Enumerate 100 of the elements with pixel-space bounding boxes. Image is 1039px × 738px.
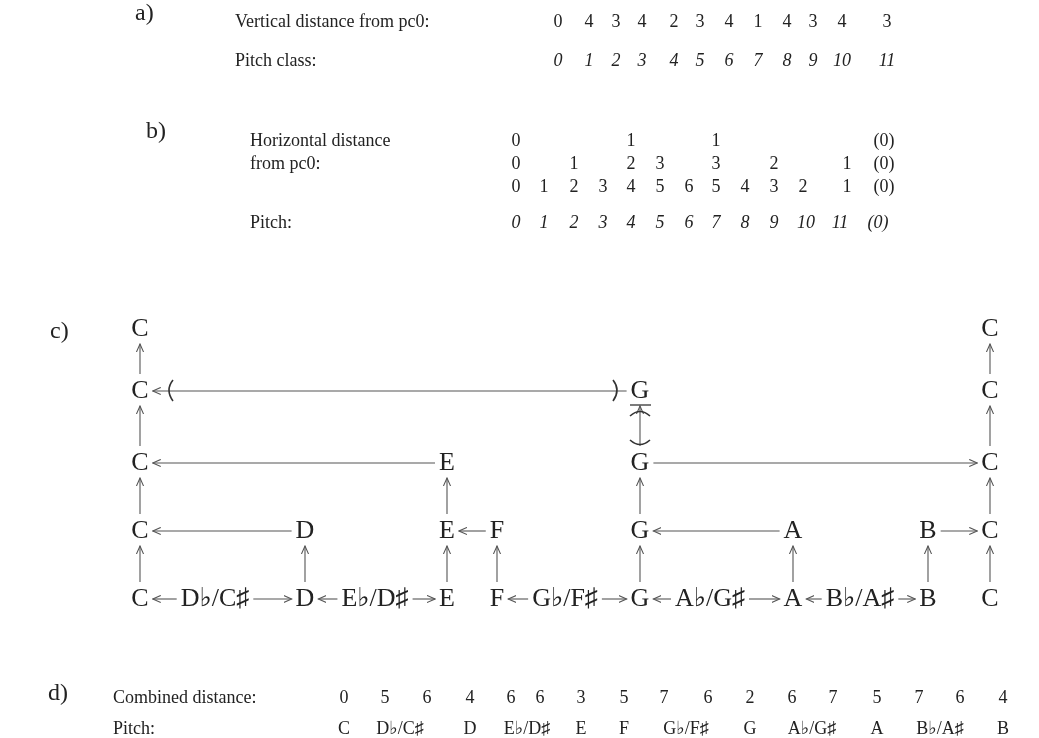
- table-value: 7: [914, 688, 924, 706]
- table-value: 6: [684, 177, 694, 195]
- table-value: (0): [873, 177, 895, 195]
- table-value: 2: [626, 154, 636, 172]
- table-value: 2: [569, 213, 579, 231]
- table-value: 4: [782, 12, 792, 30]
- table-value: 6: [506, 688, 516, 706]
- pitch-name: D: [294, 517, 316, 543]
- pitch-name: E: [438, 517, 456, 543]
- table-value: 5: [655, 177, 665, 195]
- table-value: 5: [619, 688, 629, 706]
- table-value: D: [463, 719, 477, 737]
- table-value: 1: [626, 131, 636, 149]
- table-value: 6: [703, 688, 713, 706]
- table-value: 11: [878, 51, 896, 69]
- table-value: 6: [535, 688, 545, 706]
- pitch-name: D: [294, 585, 316, 611]
- pitch-name: G: [629, 377, 651, 403]
- arrow: [317, 594, 338, 604]
- table-value: 4: [740, 177, 750, 195]
- arrow: [788, 545, 798, 583]
- table-value: 1: [584, 51, 594, 69]
- arrow: [507, 594, 529, 604]
- table-value: 2: [669, 12, 679, 30]
- table-value: 2: [745, 688, 755, 706]
- table-value: 6: [422, 688, 432, 706]
- table-value: 3: [769, 177, 779, 195]
- table-value: D♭/C♯: [376, 719, 424, 737]
- table-value: 2: [798, 177, 808, 195]
- pitch-name: C: [980, 449, 1000, 475]
- pitch-name: G: [629, 449, 651, 475]
- pitch-name: G: [629, 585, 651, 611]
- table-value: 1: [539, 177, 549, 195]
- panel-letter: b): [146, 118, 166, 142]
- table-value: 3: [711, 154, 721, 172]
- pitch-name: B: [918, 585, 938, 611]
- pitch-name: C: [980, 585, 1000, 611]
- arrow: [135, 545, 145, 583]
- table-value: C: [338, 719, 350, 737]
- row-heading: Vertical distance from pc0:: [235, 12, 430, 30]
- arrow: [412, 594, 436, 604]
- table-value: G: [743, 719, 757, 737]
- table-value: (0): [873, 154, 895, 172]
- table-value: 5: [872, 688, 882, 706]
- pitch-name: D♭/C♯: [179, 585, 251, 611]
- table-value: 3: [637, 51, 647, 69]
- table-value: 0: [511, 213, 521, 231]
- table-value: B: [997, 719, 1009, 737]
- table-value: 0: [339, 688, 349, 706]
- pitch-name: E: [438, 585, 456, 611]
- table-value: 1: [711, 131, 721, 149]
- table-value: 7: [711, 213, 721, 231]
- arrow: [985, 405, 995, 447]
- table-value: 3: [598, 177, 608, 195]
- arrow: [442, 477, 452, 515]
- pitch-name: A: [782, 585, 804, 611]
- row-heading: from pc0:: [250, 154, 321, 172]
- arrow: [442, 545, 452, 583]
- arrow: [152, 526, 293, 536]
- table-value: 10: [797, 213, 815, 231]
- table-value: 2: [611, 51, 621, 69]
- pitch-name: G: [629, 517, 651, 543]
- table-value: 1: [569, 154, 579, 172]
- table-value: 7: [753, 51, 763, 69]
- table-value: 6: [724, 51, 734, 69]
- pitch-name: C: [130, 377, 150, 403]
- table-value: 6: [955, 688, 965, 706]
- row-heading: Pitch:: [250, 213, 292, 231]
- table-value: A♭/G♯: [787, 719, 837, 737]
- table-value: (0): [873, 131, 895, 149]
- arrow: [635, 477, 645, 515]
- table-value: 11: [831, 213, 849, 231]
- table-value: 3: [882, 12, 892, 30]
- table-value: 4: [465, 688, 475, 706]
- panel-letter: c): [50, 318, 69, 342]
- table-value: 5: [380, 688, 390, 706]
- pitch-name: F: [488, 517, 506, 543]
- pitch-name: C: [980, 377, 1000, 403]
- arrow: [135, 405, 145, 447]
- arrow: [923, 545, 933, 583]
- arrow: [458, 526, 487, 536]
- table-value: 3: [808, 12, 818, 30]
- arrow: [635, 545, 645, 583]
- arrow: [940, 526, 978, 536]
- pitch-name: A: [782, 517, 804, 543]
- pitch-name: F: [488, 585, 506, 611]
- table-value: 10: [833, 51, 851, 69]
- table-value: 7: [828, 688, 838, 706]
- table-value: 3: [611, 12, 621, 30]
- pitch-name: C: [130, 517, 150, 543]
- row-heading: Pitch:: [113, 719, 155, 737]
- table-value: 6: [787, 688, 797, 706]
- arrow: [748, 594, 781, 604]
- arrow: [985, 477, 995, 515]
- table-value: 0: [553, 51, 563, 69]
- arrow: [252, 594, 293, 604]
- arrow: [152, 386, 628, 396]
- pitch-name: C: [980, 315, 1000, 341]
- pitch-name: C: [130, 449, 150, 475]
- table-value: 1: [842, 154, 852, 172]
